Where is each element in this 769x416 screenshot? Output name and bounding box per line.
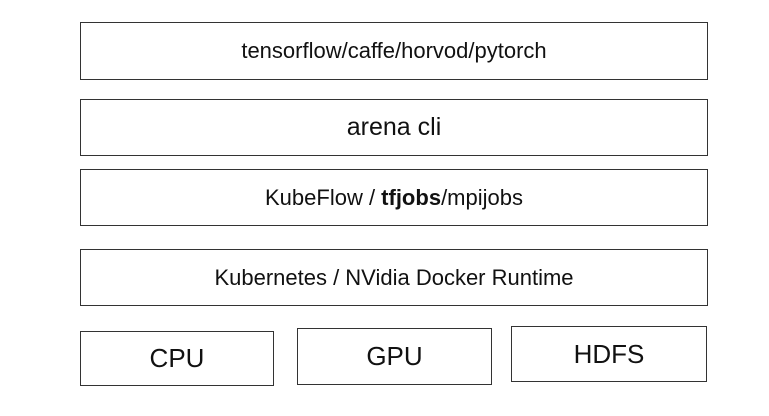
runtime-layer: Kubernetes / NVidia Docker Runtime [80,249,708,306]
cli-label: arena cli [346,113,442,141]
cpu-label: CPU [149,343,205,373]
cpu-box: CPU [80,331,274,386]
runtime-label: Kubernetes / NVidia Docker Runtime [214,264,574,290]
frameworks-layer: tensorflow/caffe/horvod/pytorch [80,22,708,80]
operators-highlight: tfjobs [381,184,442,210]
hdfs-label: HDFS [573,338,645,369]
gpu-label: GPU [366,341,423,371]
gpu-box: GPU [297,328,492,385]
operators-suffix: /mpijobs [441,184,523,210]
operators-layer: KubeFlow / tfjobs/mpijobs [80,169,708,226]
cli-layer: arena cli [80,99,708,156]
hdfs-box: HDFS [511,326,707,382]
frameworks-label: tensorflow/caffe/horvod/pytorch [241,38,547,63]
operators-prefix: KubeFlow / [265,184,382,210]
operators-label: KubeFlow / tfjobs/mpijobs [265,185,523,211]
